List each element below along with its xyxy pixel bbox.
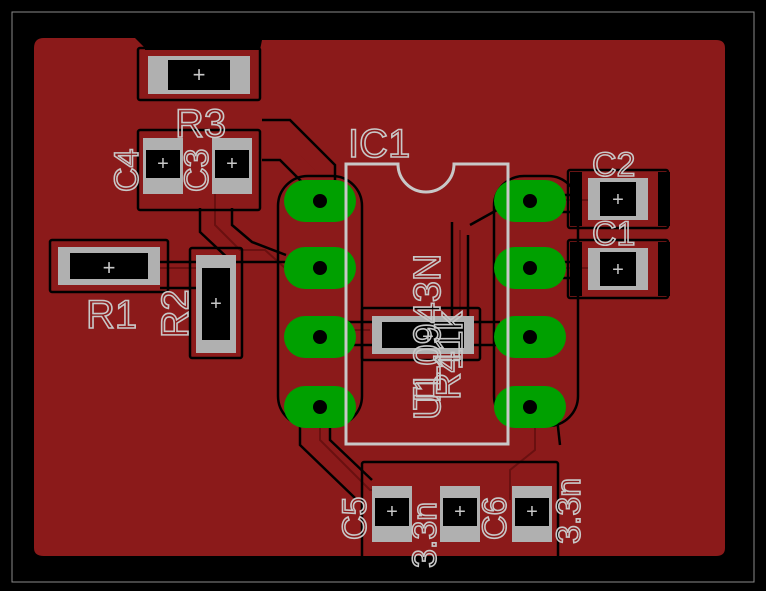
label-c4: C4 bbox=[108, 149, 146, 192]
label-c6: C6 bbox=[476, 497, 514, 540]
svg-text:+: + bbox=[422, 326, 434, 348]
label-c1: C1 bbox=[592, 215, 635, 253]
svg-text:+: + bbox=[193, 62, 206, 87]
ic1-pads bbox=[284, 180, 566, 428]
label-c3: C3 bbox=[178, 149, 216, 192]
svg-text:+: + bbox=[226, 153, 238, 175]
label-c5-value: 3.3n bbox=[406, 502, 444, 568]
svg-text:+: + bbox=[103, 255, 116, 280]
ic1-pad-6 bbox=[494, 316, 566, 358]
c1-footprint: + bbox=[588, 248, 648, 290]
label-c2: C2 bbox=[592, 146, 635, 184]
c2-footprint: + bbox=[588, 178, 648, 220]
svg-text:+: + bbox=[386, 501, 398, 523]
c5-footprint: + bbox=[372, 486, 412, 542]
ic1-pad-3 bbox=[284, 316, 356, 358]
label-r2: R2 bbox=[155, 289, 197, 338]
label-ic1-value: TL0943N bbox=[407, 254, 449, 410]
r2-footprint: + bbox=[196, 255, 236, 353]
ic1-pad-8 bbox=[494, 180, 566, 222]
ic1-pad-7 bbox=[494, 247, 566, 289]
label-r3: R3 bbox=[175, 102, 226, 146]
ic1-pad-4 bbox=[284, 386, 356, 428]
cap-right-footprint: + bbox=[512, 486, 552, 542]
c1-c2-clearance-marks bbox=[570, 172, 670, 296]
r3-footprint: + bbox=[148, 56, 250, 94]
svg-text:+: + bbox=[612, 189, 624, 211]
label-c6-value: 3.3n bbox=[550, 478, 588, 544]
svg-text:+: + bbox=[210, 293, 222, 315]
svg-text:+: + bbox=[526, 501, 538, 523]
svg-text:+: + bbox=[157, 153, 169, 175]
label-ic1-value-overlay: U1 bbox=[407, 371, 449, 420]
svg-text:+: + bbox=[612, 259, 624, 281]
ic1-pad-2 bbox=[284, 247, 356, 289]
label-r1: R1 bbox=[86, 293, 137, 337]
label-r4-value: 11k bbox=[429, 311, 471, 370]
svg-text:+: + bbox=[454, 501, 466, 523]
label-r4: R4 bbox=[427, 351, 469, 400]
board-outline bbox=[11, 11, 755, 583]
ic1-pad-1 bbox=[284, 180, 356, 222]
c4-footprint: + bbox=[143, 138, 183, 194]
r4-footprint: + bbox=[372, 316, 474, 354]
label-ic1: IC1 bbox=[348, 122, 410, 166]
label-c5: C5 bbox=[336, 497, 374, 540]
c3-footprint: + bbox=[212, 138, 252, 194]
ic1-pad-5 bbox=[494, 386, 566, 428]
r1-footprint: + bbox=[58, 247, 160, 285]
c6-footprint: + bbox=[440, 486, 480, 542]
ic1-silk-outline bbox=[344, 162, 510, 446]
